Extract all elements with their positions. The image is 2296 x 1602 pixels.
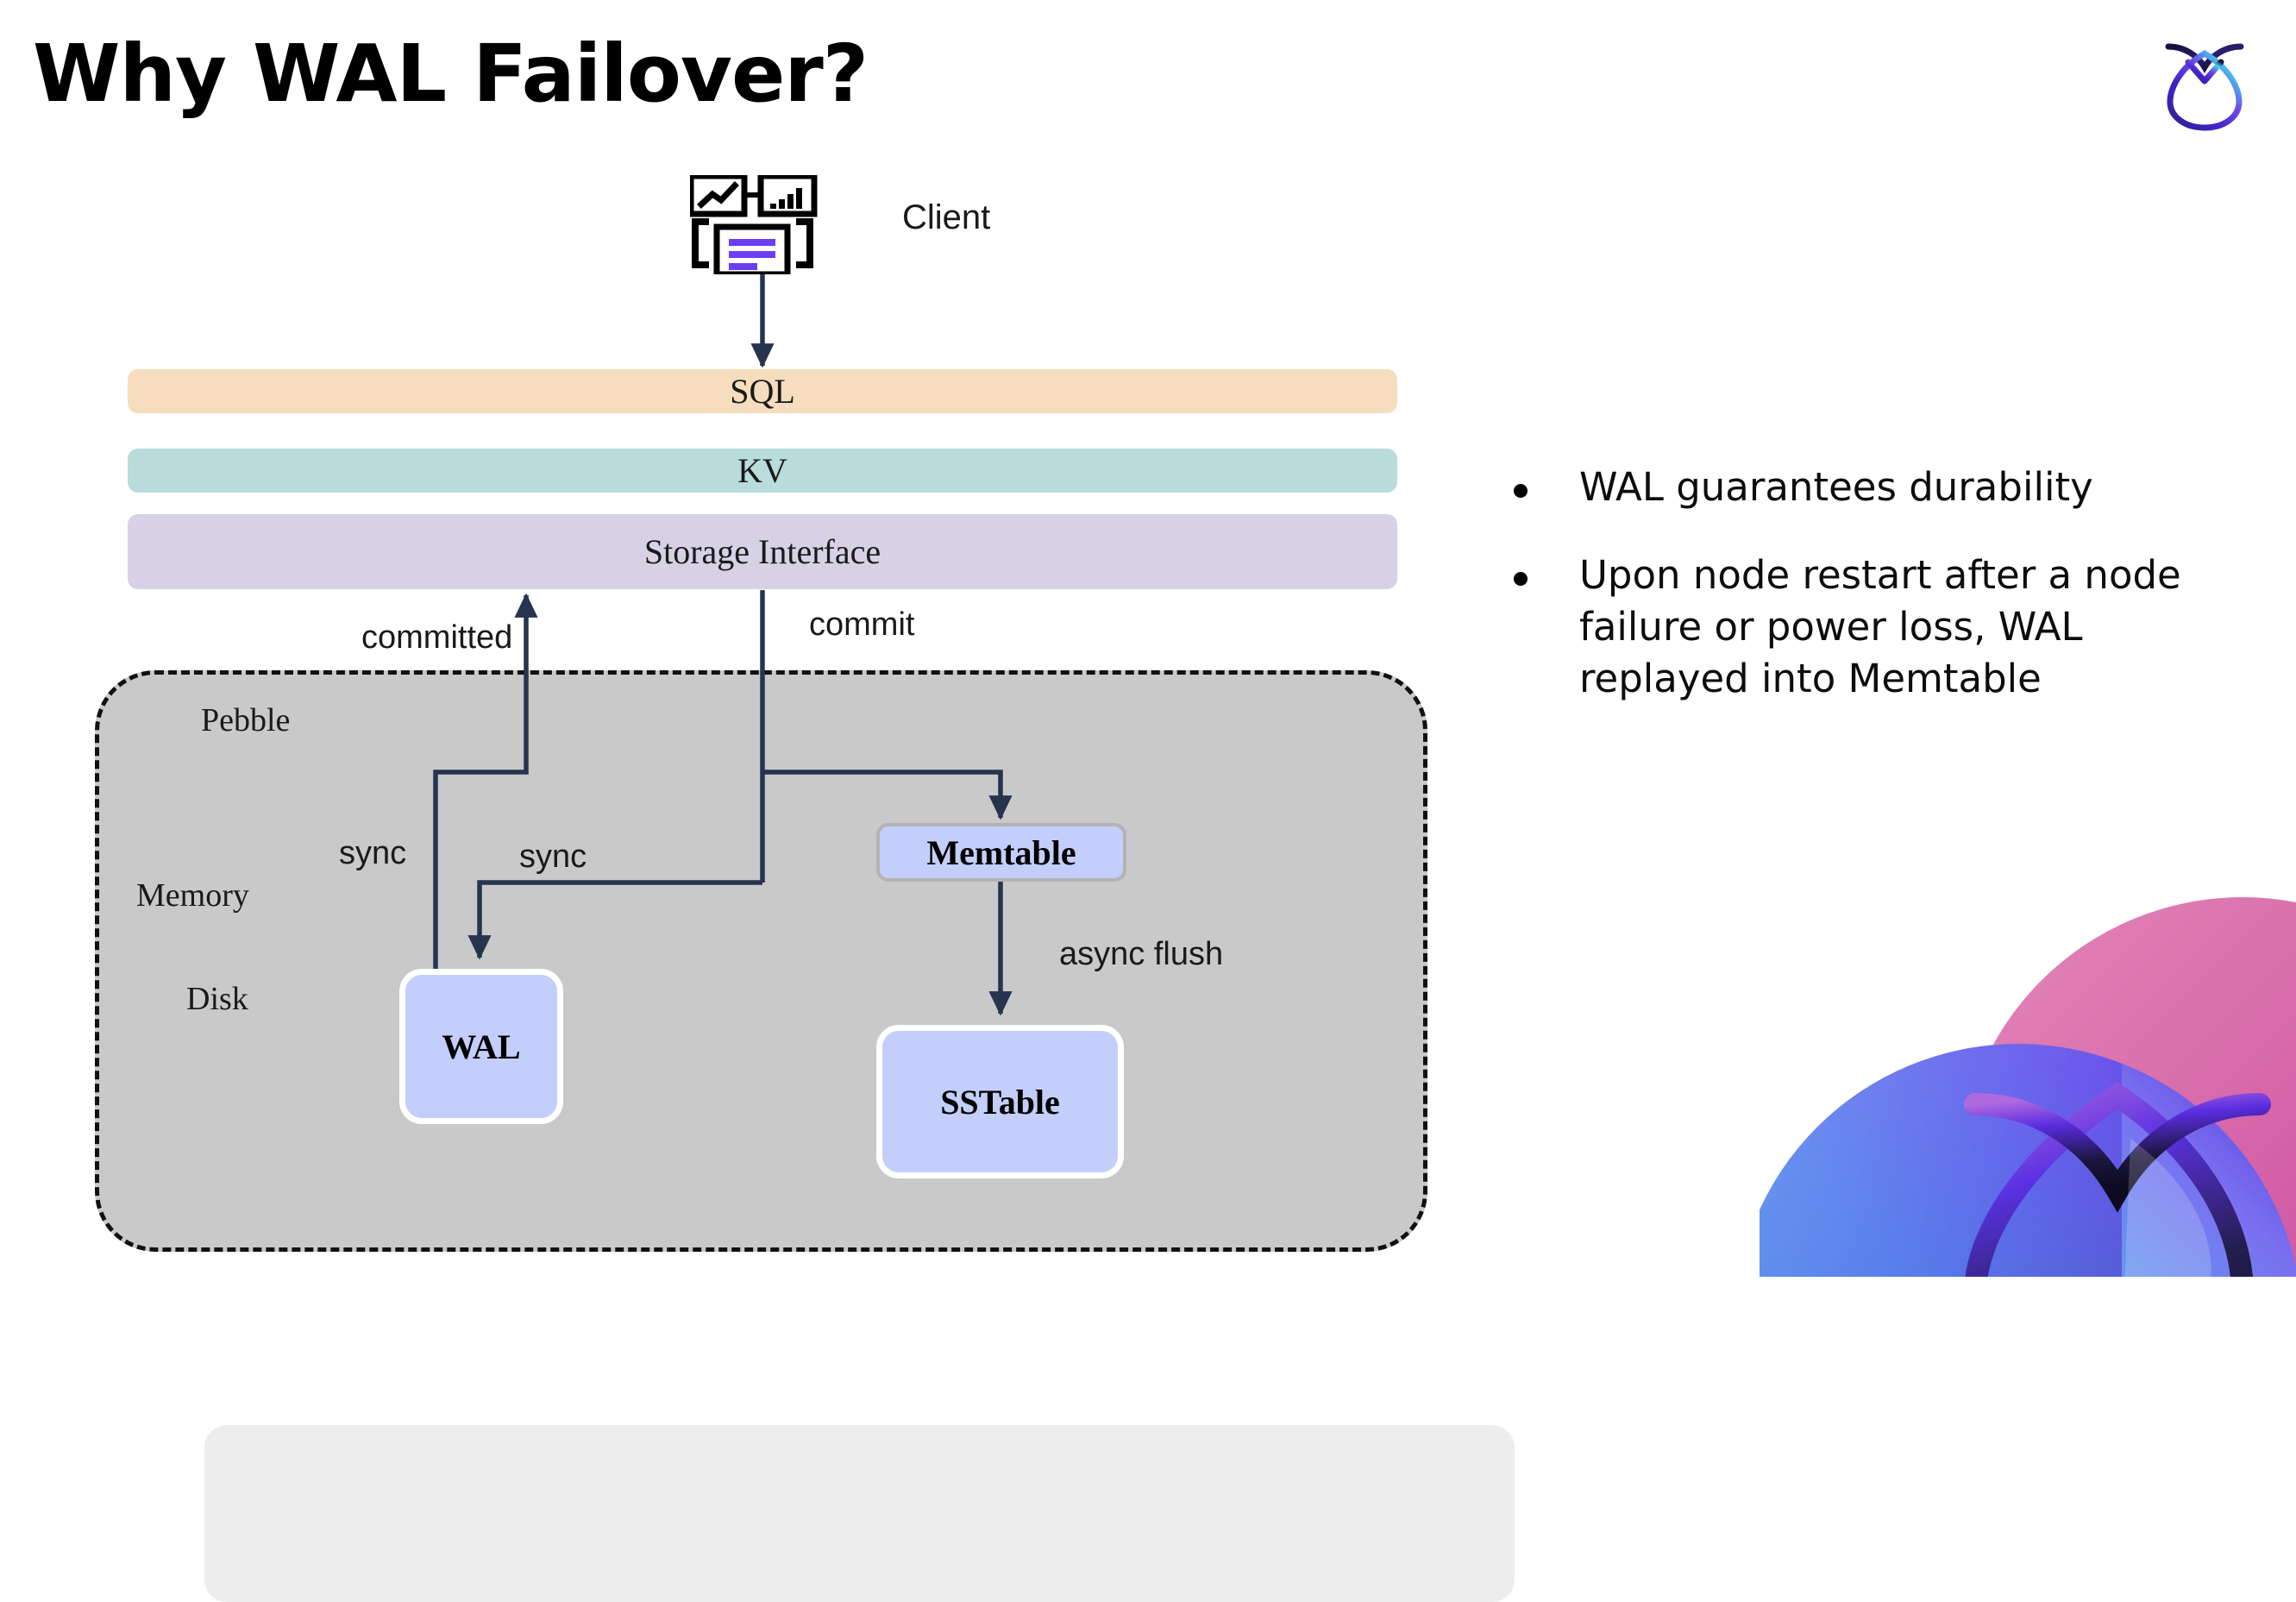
- bullet-dot-icon: [1514, 571, 1528, 586]
- edge-label-commit: commit: [809, 606, 915, 643]
- bullet-text: Upon node restart after a node failure o…: [1579, 551, 2181, 701]
- page-title: Why WAL Failover?: [33, 28, 869, 120]
- bullet-text: WAL guarantees durability: [1579, 464, 2093, 510]
- node-wal: WAL: [399, 969, 563, 1124]
- disk-label: Disk: [186, 981, 248, 1017]
- client-label: Client: [902, 198, 991, 236]
- node-sstable: SSTable: [876, 1025, 1124, 1178]
- cockroachdb-watermark-icon: [1760, 845, 2296, 1277]
- node-label-sstable: SSTable: [940, 1082, 1060, 1121]
- edge-label-async-flush: async flush: [1059, 936, 1224, 972]
- layer-label-kv: KV: [737, 451, 787, 490]
- layer-label-storage-interface: Storage Interface: [643, 532, 881, 571]
- bullet-list: WAL guarantees durability Upon node rest…: [1514, 462, 2230, 740]
- pebble-label: Pebble: [201, 702, 291, 738]
- memory-region: [204, 1425, 1515, 1602]
- edge-label-committed: committed: [361, 619, 513, 656]
- list-item: WAL guarantees durability: [1514, 462, 2230, 513]
- layer-bar-sql: SQL: [128, 369, 1397, 413]
- node-label-memtable: Memtable: [926, 832, 1076, 872]
- cockroachdb-logo-icon: [2153, 28, 2256, 131]
- node-label-wal: WAL: [442, 1027, 521, 1066]
- pebble-container: [95, 670, 1515, 1602]
- layer-bar-storage-interface: Storage Interface: [128, 514, 1397, 589]
- list-item: Upon node restart after a node failure o…: [1514, 550, 2230, 705]
- layer-bar-kv: KV: [128, 449, 1397, 493]
- node-memtable: Memtable: [876, 823, 1126, 882]
- edge-label-sync-right: sync: [519, 839, 587, 875]
- client-dashboard-icon: [687, 173, 824, 278]
- layer-label-sql: SQL: [730, 372, 795, 411]
- architecture-diagram: Client SQL KV Storage Interface Pebble M…: [95, 173, 1515, 1602]
- memory-label: Memory: [136, 877, 249, 914]
- edge-label-sync-left: sync: [339, 835, 407, 871]
- bullet-dot-icon: [1514, 484, 1528, 498]
